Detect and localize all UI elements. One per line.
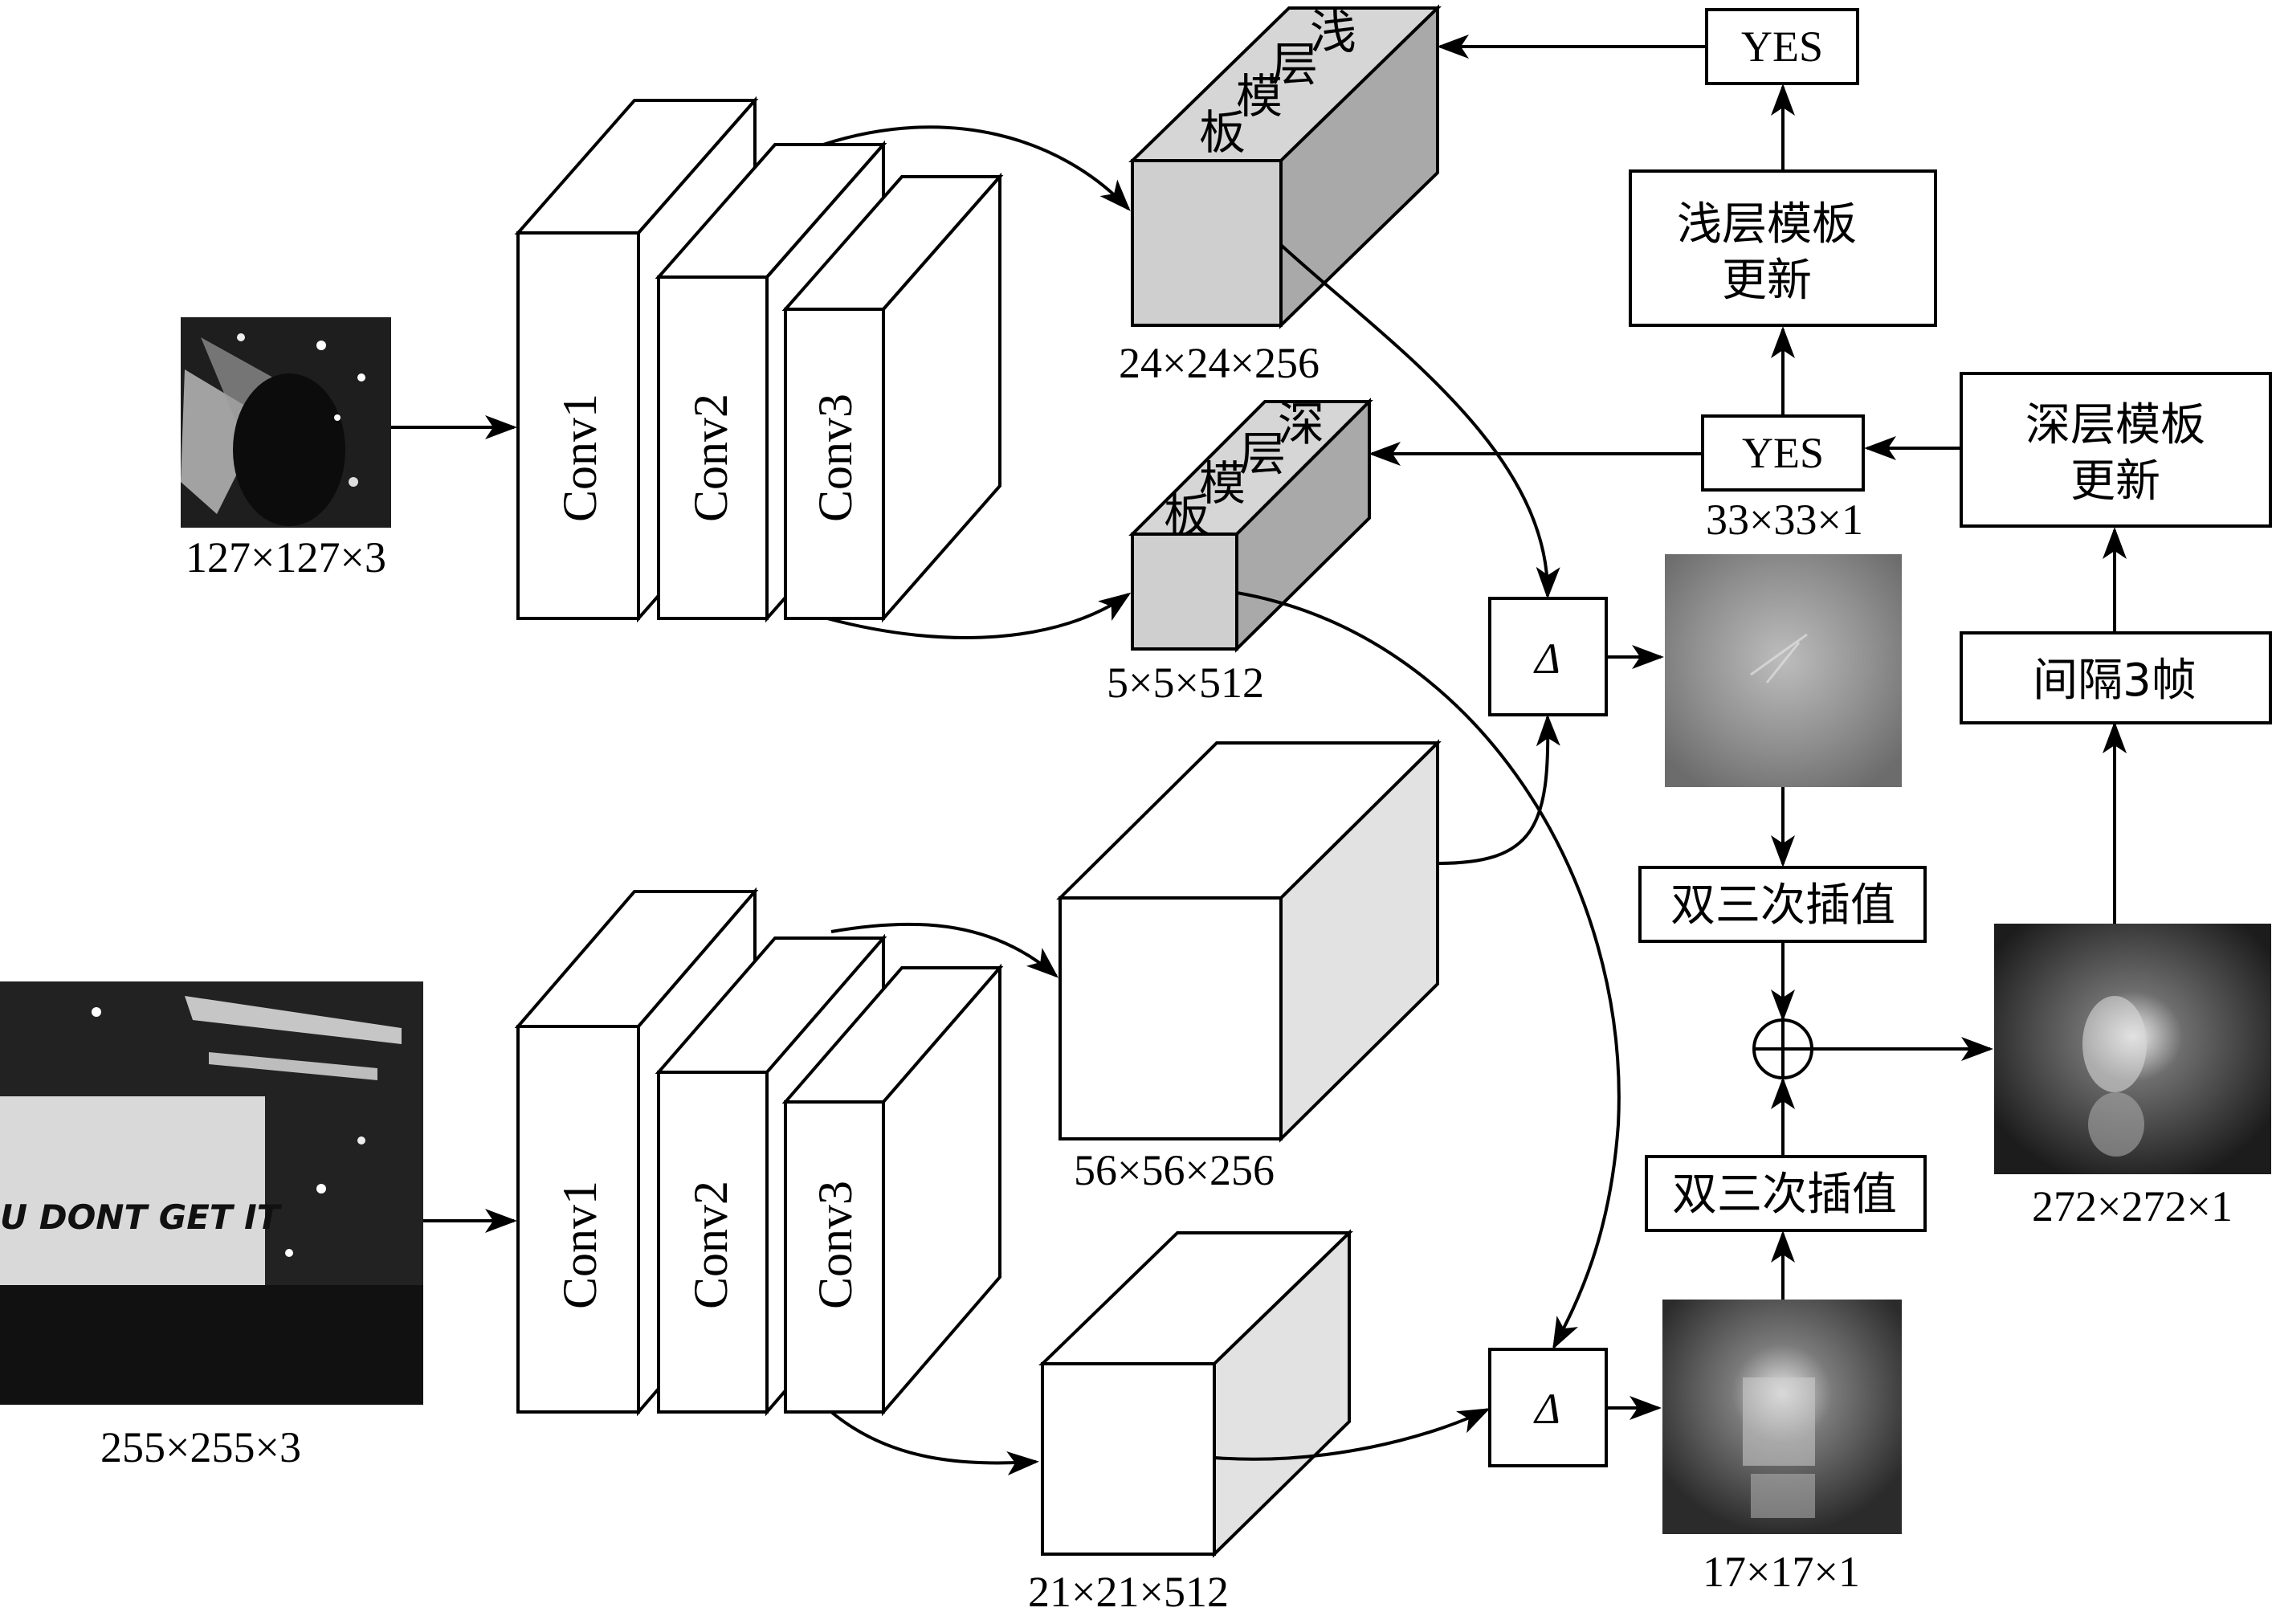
template-conv1-label: Conv1: [553, 394, 606, 522]
deep-update-line2: 更新: [2070, 455, 2160, 508]
deep-search-cube: [1038, 1229, 1353, 1558]
shallow-response-map: [1665, 554, 1902, 787]
deep-template-label-4: 板: [1164, 488, 1210, 543]
shallow-response-dim: 33×33×1: [1706, 496, 1863, 544]
search-conv3-label: Conv3: [809, 1181, 862, 1309]
deep-update-line1: 深层模板: [2025, 399, 2205, 451]
template-input-dim: 127×127×3: [186, 533, 386, 581]
shallow-update-line2: 更新: [1722, 255, 1812, 307]
deep-template-label-3: 模: [1199, 456, 1246, 511]
shallow-template-label-2: 层: [1271, 37, 1318, 92]
search-input-image: U DONT GET IT: [0, 981, 423, 1405]
shallow-search-cube: [1056, 739, 1442, 1143]
search-conv3-block: [781, 963, 1004, 1417]
arrow-shallow-search-to-xcorr: [1437, 714, 1560, 865]
deep-template-cube: [1128, 398, 1373, 653]
shallow-template-label-4: 板: [1199, 105, 1246, 160]
deep-response-dim: 17×17×1: [1703, 1548, 1860, 1596]
interval-label: 间隔3帧: [2033, 655, 2197, 707]
arrow-search-conv2-to-shallow: [830, 922, 1059, 978]
deep-template-label-2: 层: [1239, 426, 1286, 481]
shallow-template-dim: 24×24×256: [1119, 339, 1320, 387]
shallow-update-line1: 浅层模板: [1677, 198, 1857, 251]
fused-response-dim: 272×272×1: [2032, 1182, 2233, 1230]
search-conv-stack: Conv1 Conv2 Conv3: [514, 887, 1004, 1417]
yes-top-label: YES: [1741, 22, 1823, 71]
template-conv3-label: Conv3: [809, 394, 862, 522]
template-conv2-label: Conv2: [684, 394, 737, 522]
shallow-search-dim: 56×56×256: [1074, 1146, 1275, 1194]
arrow-deep-template-to-xcorr: [1236, 591, 1621, 1350]
deep-search-dim: 21×21×512: [1028, 1568, 1229, 1616]
search-conv2-label: Conv2: [684, 1181, 737, 1309]
interval-box: [1960, 631, 2272, 724]
fused-response-map: [1994, 924, 2271, 1174]
yes-mid-label: YES: [1742, 429, 1824, 477]
arrow-search-conv3-to-deep: [830, 1410, 1039, 1475]
arrow-template-conv2-to-shallow: [822, 125, 1131, 211]
search-conv1-label: Conv1: [553, 1181, 606, 1309]
search-image-text: U DONT GET IT: [0, 1198, 283, 1237]
shallow-template-label-1: 浅: [1310, 5, 1356, 59]
xcorr-shallow-symbol: Δ: [1533, 635, 1560, 683]
shallow-template-cube: [1128, 4, 1442, 329]
interp-bottom-box: [1645, 1155, 1927, 1232]
deep-template-dim: 5×5×512: [1107, 659, 1264, 707]
deep-response-map: [1662, 1300, 1902, 1534]
shallow-template-label-3: 模: [1236, 69, 1283, 124]
interp-top-label: 双三次插值: [1670, 879, 1895, 932]
arrow-template-conv3-to-deep: [826, 592, 1132, 639]
search-input-dim: 255×255×3: [100, 1423, 301, 1471]
template-input-image: [181, 317, 391, 528]
sum-node: [1752, 1018, 1813, 1079]
template-conv-stack: Conv1 Conv2 Conv3: [514, 96, 1004, 623]
deep-template-label-1: 深: [1278, 397, 1324, 451]
arrow-deep-search-to-xcorr: [1214, 1408, 1491, 1461]
template-conv3-block: [781, 172, 1004, 623]
xcorr-deep-symbol: Δ: [1533, 1385, 1560, 1433]
interp-bottom-label: 双三次插值: [1672, 1169, 1897, 1221]
xcorr-shallow-box: [1488, 597, 1608, 716]
arrow-shallow-template-to-xcorr: [1279, 243, 1560, 599]
xcorr-deep-box: [1488, 1348, 1608, 1467]
